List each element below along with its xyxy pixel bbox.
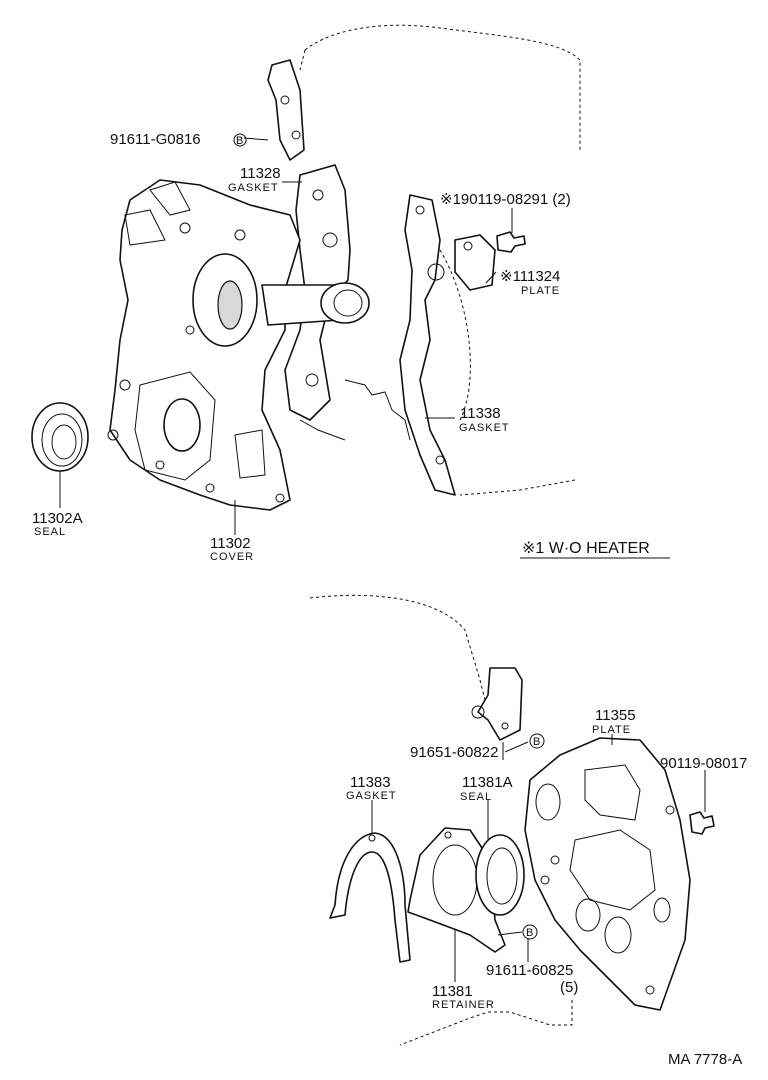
seal-11302A-inner — [51, 424, 77, 460]
bracket-lower-dashed — [399, 1000, 573, 1046]
label-11302A-num: 11302A — [32, 510, 83, 527]
label-11355-num: 11355 — [595, 707, 636, 724]
plate-111324-shape — [454, 234, 496, 291]
gasket-11328-hole-1 — [312, 189, 324, 201]
engine-block-edge — [299, 379, 411, 441]
plate-11355-bolt-4 — [645, 985, 655, 995]
plate-11355-bolt-2 — [540, 875, 550, 885]
label-11381A-name: SEAL — [460, 791, 492, 803]
label-11338-name: GASKET — [459, 422, 510, 434]
upper-bracket-hole — [280, 95, 290, 105]
engine-outline-top — [299, 24, 581, 150]
label-11328-name: GASKET — [228, 182, 279, 194]
marker-b-upper-text: B — [236, 135, 244, 147]
plate-111324-hole — [463, 241, 473, 251]
leader-91611-G0816 — [243, 137, 269, 141]
label-11302-num: 11302 — [210, 535, 251, 552]
label-111324-name: PLATE — [521, 285, 560, 297]
gasket-11328-hole-3 — [305, 373, 319, 387]
label-11338-num: 11338 — [460, 405, 501, 422]
leader-111324 — [485, 271, 497, 284]
label-91651: 91651-60822 — [410, 744, 498, 761]
label-111324-num: ※111324 — [500, 268, 560, 285]
lower-bracket-hole — [471, 705, 485, 719]
gasket-11338-shape — [399, 194, 456, 496]
label-11381-num: 11381 — [432, 983, 473, 1000]
label-11383-name: GASKET — [346, 790, 397, 802]
label-11328-num: 11328 — [240, 165, 281, 182]
label-11381-name: RETAINER — [432, 999, 495, 1011]
gasket-11338-hole-1 — [415, 205, 425, 215]
engine-outline-right — [439, 249, 576, 496]
marker-b-upper — [233, 133, 247, 147]
marker-b-lower-2 — [522, 924, 538, 940]
label-90119: 90119-08017 — [660, 755, 747, 772]
upper-bracket — [267, 59, 305, 161]
lower-engine-outline — [309, 594, 491, 721]
cover-bolt-hole-1 — [179, 222, 191, 234]
label-qty-5: (5) — [560, 979, 578, 996]
cover-bolt-hole-4 — [107, 429, 119, 441]
label-11381A-num: 11381A — [462, 774, 513, 791]
plate-11355-hole-2 — [575, 898, 601, 932]
bolt-90119-08017 — [689, 811, 715, 835]
label-91611-60825: 91611-60825 — [486, 962, 573, 979]
upper-bracket-hole-2 — [291, 130, 301, 140]
cover-upper-bore-inner — [217, 280, 243, 330]
label-11355-name: PLATE — [592, 724, 631, 736]
marker-b-lower-2-text: B — [526, 927, 534, 939]
marker-b-lower-1-text: B — [533, 736, 541, 748]
timing-cover-11302 — [109, 179, 301, 511]
cover-bolt-hole-5 — [155, 460, 165, 470]
plate-11355-hole-4 — [653, 897, 671, 923]
gasket-11328-hole-2 — [322, 232, 338, 248]
cover-bolt-hole-3 — [119, 379, 131, 391]
cover-bolt-hole-2 — [234, 229, 246, 241]
plate-11355-bolt-1 — [550, 855, 560, 865]
leader-91611-60825 — [497, 931, 529, 962]
cover-rib-3 — [234, 429, 266, 479]
gasket-11383-shape — [329, 832, 411, 963]
label-11302A-name: SEAL — [34, 526, 66, 538]
marker-b-lower-1 — [529, 733, 545, 749]
gasket-11383-hole — [368, 834, 376, 842]
cover-lower-bore — [163, 398, 201, 452]
diagram-code: MA 7778-A — [668, 1051, 742, 1068]
cover-lower-flange — [134, 371, 216, 481]
lower-bracket — [477, 667, 523, 741]
gasket-11338-hole-2 — [427, 263, 445, 281]
cover-rib-top — [149, 181, 191, 216]
cover-bolt-hole-8 — [185, 325, 195, 335]
label-190119: ※190119-08291 (2) — [440, 191, 571, 208]
plate-11355-hole-3 — [604, 916, 632, 954]
gasket-11338-hole-3 — [435, 455, 445, 465]
label-11383-num: 11383 — [350, 774, 391, 791]
leader-91651 — [502, 741, 529, 760]
label-11302-name: COVER — [210, 551, 254, 563]
label-91611-G0816: 91611-G0816 — [110, 131, 201, 148]
plate-11355-cutout-mid — [569, 829, 656, 911]
plate-11355-bolt-3 — [665, 805, 675, 815]
cover-rib-2 — [124, 209, 166, 246]
seal-11381A-inner — [486, 847, 518, 905]
cover-bolt-hole-7 — [275, 493, 285, 503]
bolt-190119 — [496, 231, 526, 253]
seal-11302A-mid — [41, 413, 83, 467]
seal-11302A-outer — [31, 402, 89, 472]
plate-11355-hole-1 — [535, 783, 561, 821]
note-wo-heater: ※1 W·O HEATER — [522, 540, 650, 557]
cover-bolt-hole-6 — [205, 483, 215, 493]
plate-11355-shape — [524, 737, 691, 1011]
retainer-11381-hole — [444, 831, 452, 839]
water-outlet-bore — [333, 289, 363, 317]
lower-bracket-bolt — [501, 722, 509, 730]
plate-11355-cutout-top — [584, 764, 641, 821]
